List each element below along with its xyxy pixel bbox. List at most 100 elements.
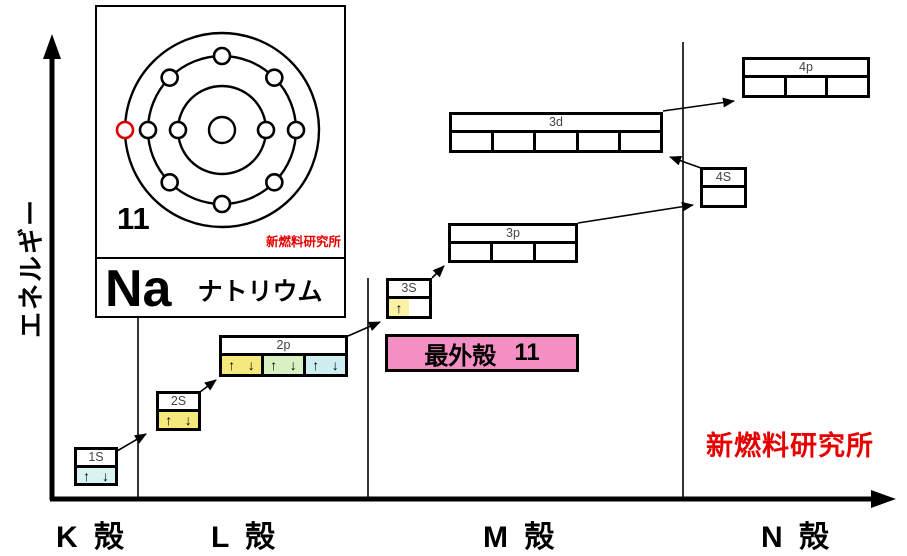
element-card-bottom: Na ナトリウム xyxy=(97,257,344,316)
fill-order-arrow-3s-3p xyxy=(431,265,445,279)
empty-electron-slot xyxy=(620,133,641,150)
orbital-box-2s: 2S ↑↓ xyxy=(156,391,201,431)
orbital-cell xyxy=(491,133,534,150)
outermost-shell-label: 最外殻 xyxy=(424,342,497,370)
empty-electron-slot xyxy=(556,133,576,150)
empty-electron-slot xyxy=(806,78,826,95)
electron-down-arrow: ↓ xyxy=(241,356,261,374)
y-axis-label: エネルギー xyxy=(16,198,46,339)
orbital-label-3s: 3S xyxy=(389,281,429,299)
orbital-box-4p: 4p xyxy=(742,57,870,98)
y-axis-arrowhead xyxy=(43,34,61,59)
orbital-box-4s: 4S xyxy=(700,167,747,208)
empty-electron-slot xyxy=(471,133,492,150)
orbital-box-3d: 3d xyxy=(449,112,663,153)
fill-order-arrow-3d-4p xyxy=(662,97,735,112)
electron xyxy=(212,194,232,214)
x-axis-label-l-shell: L 殻 xyxy=(211,521,280,554)
empty-electron-slot xyxy=(513,244,533,260)
x-axis-label-k-shell: K 殻 xyxy=(56,521,128,554)
orbital-cell xyxy=(575,133,618,150)
atomic-number: 11 xyxy=(117,201,150,236)
empty-electron-slot xyxy=(764,78,784,95)
orbital-cells-3s: ↑ xyxy=(389,299,429,316)
empty-electron-slot xyxy=(745,78,765,95)
orbital-cell: ↑↓ xyxy=(77,468,115,483)
empty-electron-slot xyxy=(828,78,848,95)
valence-electron xyxy=(115,120,135,140)
fill-order-arrow-2p-3s xyxy=(347,321,381,337)
orbital-cell: ↑ xyxy=(389,299,429,316)
orbital-label-3d: 3d xyxy=(452,115,660,133)
orbital-label-4s: 4S xyxy=(703,170,744,188)
orbital-label-4p: 4p xyxy=(745,60,867,78)
orbital-cell: ↑↓ xyxy=(303,356,345,374)
fill-order-arrow-2s-2p xyxy=(199,379,217,393)
electron xyxy=(286,120,306,140)
empty-electron-slot xyxy=(578,133,599,150)
electron xyxy=(168,120,188,140)
orbital-cell: ↑↓ xyxy=(261,356,303,374)
orbital-cell xyxy=(745,78,784,95)
orbital-cell xyxy=(703,188,744,205)
bohr-model xyxy=(115,31,321,229)
electron-up-arrow: ↑ xyxy=(222,356,242,374)
fill-order-arrow-4s-3d xyxy=(669,155,702,169)
orbital-label-2p: 2p xyxy=(222,338,345,356)
orbital-cell xyxy=(617,133,661,150)
empty-electron-slot xyxy=(535,244,556,260)
empty-electron-slot xyxy=(452,133,472,150)
nucleus xyxy=(207,115,237,145)
empty-electron-slot xyxy=(640,133,661,150)
empty-electron-slot xyxy=(703,188,724,205)
orbital-box-3p: 3p xyxy=(448,223,578,263)
orbital-cells-2p: ↑↓↑↓↑↓ xyxy=(222,356,345,374)
fill-order-arrow-3p-4s xyxy=(577,201,694,224)
electron-down-arrow: ↓ xyxy=(96,468,115,483)
orbital-cell xyxy=(533,133,576,150)
orbital-cell xyxy=(825,78,868,95)
orbital-cells-2s: ↑↓ xyxy=(159,412,198,428)
orbital-cell xyxy=(532,244,575,260)
element-name-japanese: ナトリウム xyxy=(197,278,323,306)
element-card-top: 11 新燃料研究所 xyxy=(97,7,344,257)
orbital-cell: ↑↓ xyxy=(159,412,198,428)
electron-up-arrow: ↑ xyxy=(77,468,96,483)
orbital-label-1s: 1S xyxy=(77,450,115,468)
x-axis-arrowhead xyxy=(871,490,896,508)
empty-electron-slot xyxy=(723,188,744,205)
element-symbol: Na xyxy=(105,259,172,318)
orbital-cells-3d xyxy=(452,133,661,150)
electron-down-arrow: ↓ xyxy=(325,356,345,374)
electron xyxy=(160,68,179,87)
empty-electron-slot xyxy=(555,244,575,260)
orbital-cells-1s: ↑↓ xyxy=(77,468,115,483)
orbital-cell xyxy=(451,244,491,260)
electron xyxy=(160,173,179,192)
outermost-shell-badge: 最外殻 11 xyxy=(385,334,579,372)
orbital-cells-4s xyxy=(703,188,744,205)
orbital-box-3s: 3S ↑ xyxy=(386,278,432,319)
fill-order-arrow-1s-2s xyxy=(116,433,147,452)
brand-watermark: 新燃料研究所 xyxy=(706,431,874,461)
electron xyxy=(256,120,276,140)
orbital-label-2s: 2S xyxy=(159,394,198,412)
electron-up-arrow: ↑ xyxy=(306,356,326,374)
electron-up-arrow: ↑ xyxy=(389,299,409,316)
orbital-cells-4p xyxy=(745,78,868,95)
electron-up-arrow: ↑ xyxy=(264,356,284,374)
x-axis-label-n-shell: N 殻 xyxy=(761,521,833,554)
electron-down-arrow: ↓ xyxy=(283,356,303,374)
empty-electron-slot xyxy=(786,78,807,95)
orbital-box-2p: 2p ↑↓↑↓↑↓ xyxy=(219,335,348,377)
electron xyxy=(265,68,284,87)
empty-electron-slot xyxy=(536,133,557,150)
x-axis-label-m-shell: M 殻 xyxy=(483,521,559,554)
empty-electron-slot xyxy=(598,133,618,150)
empty-electron-slot xyxy=(409,299,429,316)
empty-electron-slot xyxy=(513,133,534,150)
element-card: 11 新燃料研究所 Na ナトリウム xyxy=(95,5,346,318)
outermost-shell-value: 11 xyxy=(514,339,540,366)
empty-electron-slot xyxy=(470,244,491,260)
